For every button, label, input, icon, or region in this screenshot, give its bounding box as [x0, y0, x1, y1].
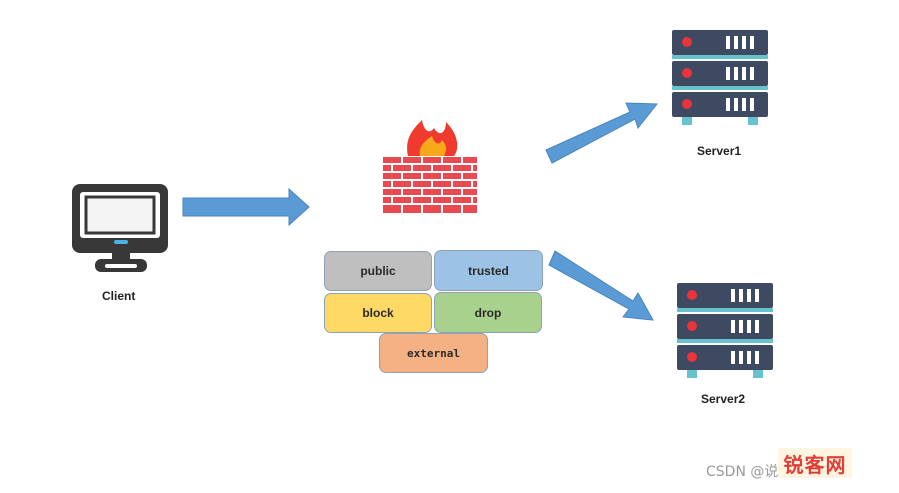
- site-stamp-logo: 锐客网: [778, 448, 852, 478]
- site-stamp-text: 锐客网: [783, 452, 847, 477]
- server1-label: Server1: [697, 144, 742, 158]
- zone-public: public: [324, 251, 432, 291]
- arrow-firewall-to-server2: [548, 250, 654, 321]
- arrow-client-to-firewall: [182, 187, 310, 227]
- firewall-brick-wall-icon: [382, 120, 478, 214]
- zone-block: block: [324, 293, 432, 333]
- server2-label: Server2: [701, 392, 746, 406]
- zone-external: external: [379, 333, 488, 373]
- arrow-firewall-to-server1: [545, 102, 659, 164]
- zone-trusted: trusted: [434, 250, 543, 291]
- desktop-monitor-icon: [72, 184, 168, 272]
- zone-drop: drop: [434, 292, 542, 333]
- client-label: Client: [102, 289, 136, 303]
- server-rack-icon: [672, 30, 768, 125]
- server-rack-icon: [677, 283, 773, 378]
